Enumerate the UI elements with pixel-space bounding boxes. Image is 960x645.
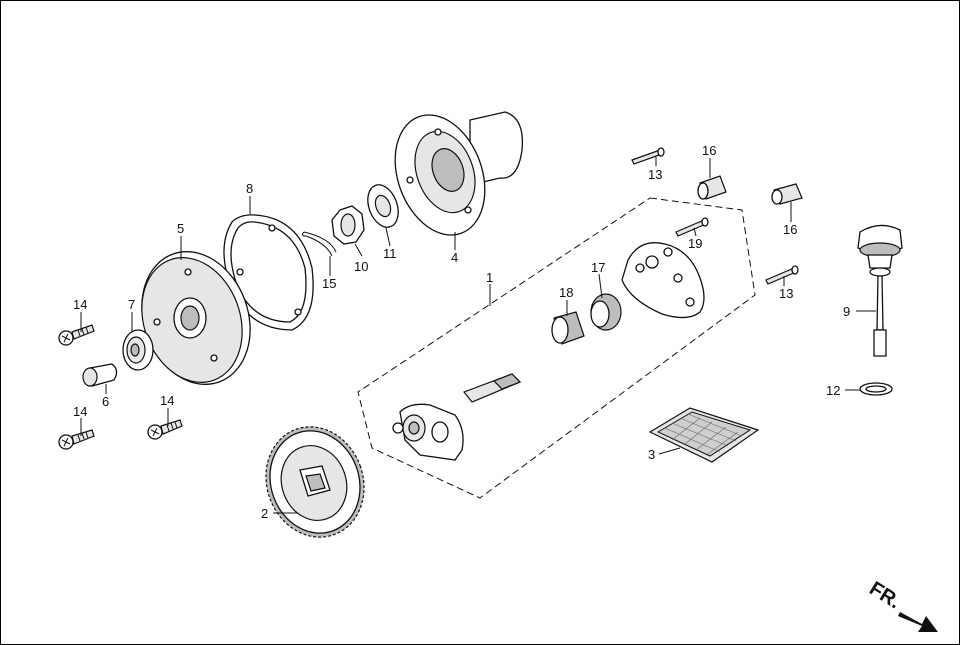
callout-3: 3 — [648, 447, 655, 462]
callout-2: 2 — [261, 506, 268, 521]
callout-13b: 13 — [779, 286, 793, 301]
part-17-outer-rotor[interactable] — [590, 293, 622, 331]
front-label: FR. — [865, 578, 904, 614]
assembly-1-outline — [357, 197, 756, 499]
part-6-dowel-pin[interactable] — [82, 363, 118, 387]
callout-14c: 14 — [160, 393, 174, 408]
part-15-clip[interactable] — [301, 231, 337, 257]
callout-9: 9 — [843, 304, 850, 319]
callout-19: 19 — [688, 236, 702, 251]
part-2-driven-gear[interactable] — [251, 413, 380, 551]
part-12-o-ring[interactable] — [859, 382, 893, 396]
part-16-collar-b[interactable] — [771, 183, 803, 205]
front-direction-marker: FR. — [865, 578, 904, 614]
callout-17: 17 — [591, 260, 605, 275]
callout-12: 12 — [826, 383, 840, 398]
part-4-housing[interactable] — [379, 102, 524, 247]
callout-6: 6 — [102, 394, 109, 409]
callout-7: 7 — [128, 297, 135, 312]
arrow-right-down-icon — [898, 612, 938, 632]
part-10-nut[interactable] — [331, 205, 365, 245]
part-13-dowel-a[interactable] — [631, 147, 665, 165]
part-3-oil-strainer[interactable] — [648, 407, 760, 463]
part-11-oil-seal[interactable] — [362, 181, 403, 232]
part-14-screw-c[interactable] — [147, 419, 183, 440]
callout-13a: 13 — [648, 167, 662, 182]
callout-16a: 16 — [702, 143, 716, 158]
part-14-screw-a[interactable] — [58, 324, 95, 346]
callout-10: 10 — [354, 259, 368, 274]
part-9-oil-level-gauge[interactable] — [857, 224, 903, 357]
callout-14a: 14 — [73, 297, 87, 312]
callout-18: 18 — [559, 285, 573, 300]
part-1-pump-body[interactable] — [392, 403, 464, 461]
part-18-inner-rotor[interactable] — [551, 311, 585, 345]
callout-5: 5 — [177, 221, 184, 236]
callout-1: 1 — [486, 270, 493, 285]
part-8-gasket[interactable] — [223, 214, 314, 331]
leader-lines — [80, 157, 876, 514]
callout-16b: 16 — [783, 222, 797, 237]
part-1-pump-plate[interactable] — [621, 242, 705, 319]
callout-15: 15 — [322, 276, 336, 291]
callout-4: 4 — [451, 250, 458, 265]
part-16-collar-a[interactable] — [697, 175, 727, 200]
callout-8: 8 — [246, 181, 253, 196]
part-19-bolt[interactable] — [675, 217, 709, 237]
part-1-pump-shaft[interactable] — [463, 373, 522, 403]
part-7-collar[interactable] — [122, 329, 154, 371]
part-5-cover[interactable] — [124, 236, 268, 399]
part-13-dowel-b[interactable] — [765, 265, 799, 285]
callout-labels: 1 2 3 4 5 6 7 8 9 10 11 12 13 13 14 14 1… — [73, 143, 850, 521]
callout-11: 11 — [383, 246, 397, 261]
part-14-screw-b[interactable] — [58, 429, 95, 450]
callout-14b: 14 — [73, 404, 87, 419]
